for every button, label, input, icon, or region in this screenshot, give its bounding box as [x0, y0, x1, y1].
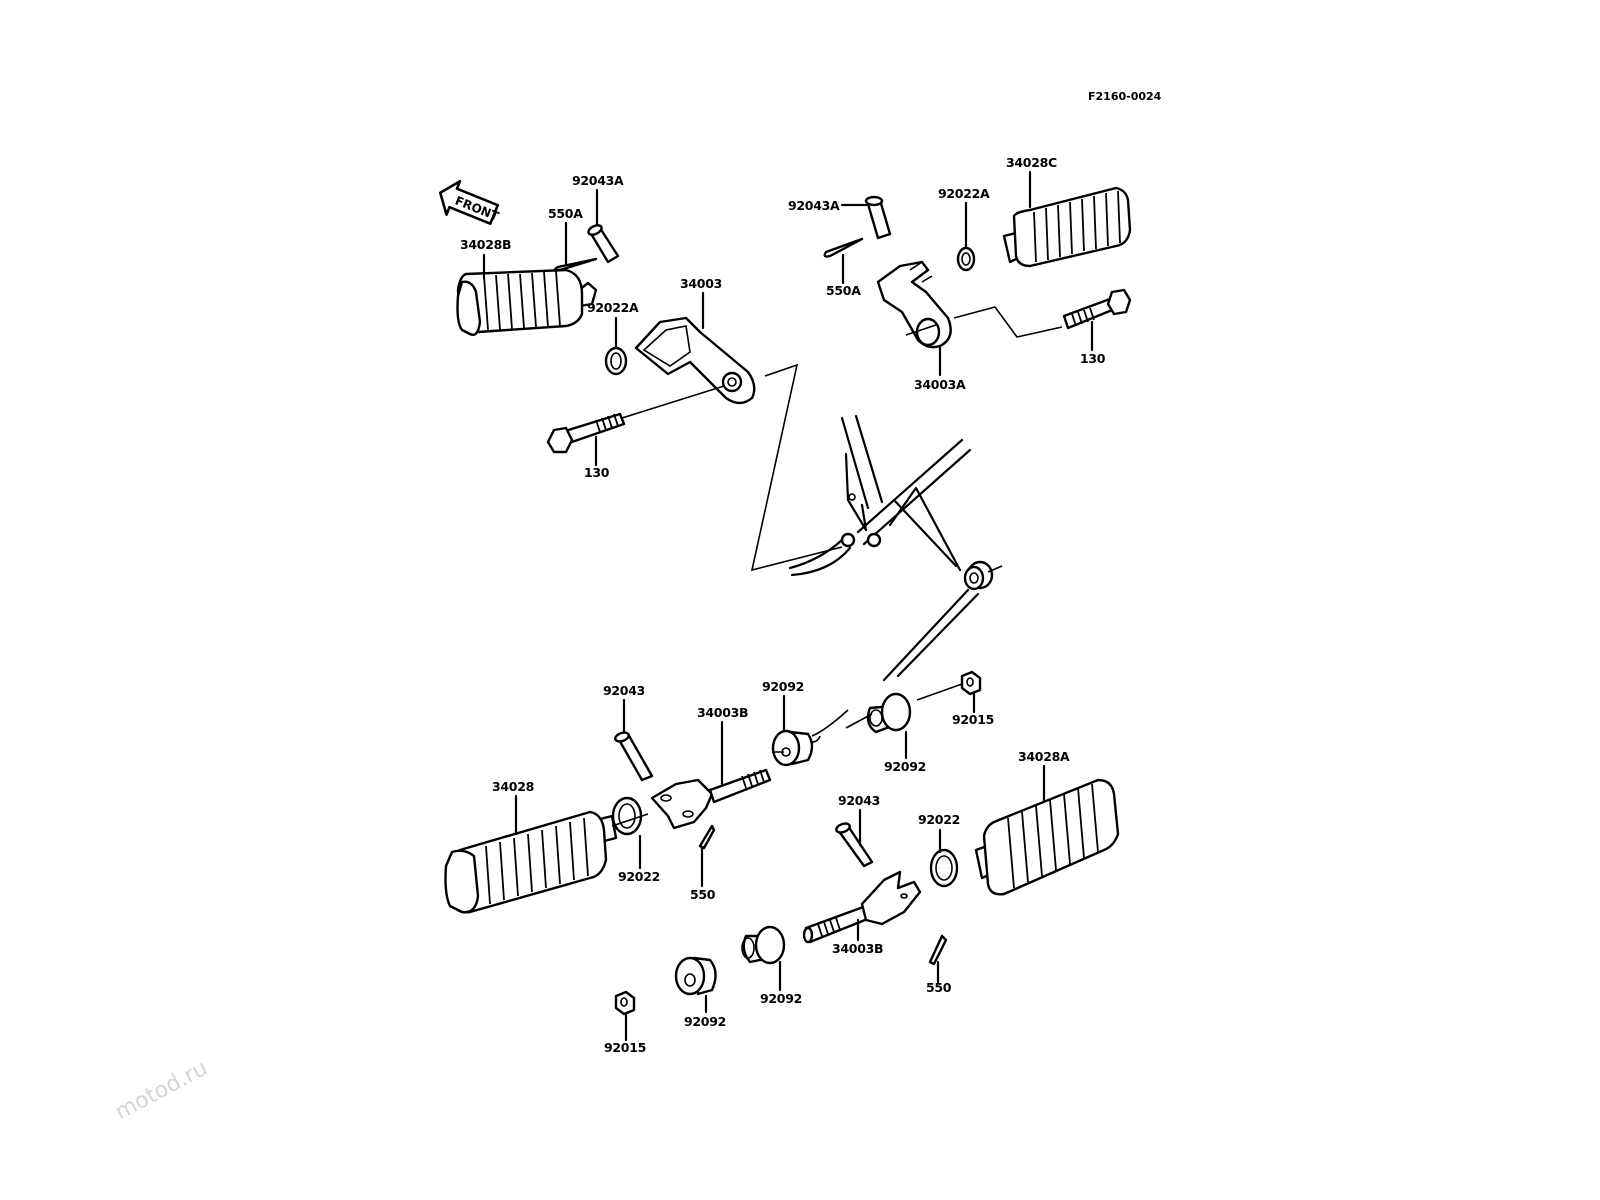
label-130-upper-right: 130 — [1080, 351, 1106, 366]
bracket-34003 — [634, 316, 756, 405]
pin-92043a-upper-left — [587, 224, 620, 264]
label-92092-upper: 92092 — [762, 679, 804, 694]
leader-line — [750, 363, 843, 572]
lower-left-assembly: 34028 92022 92043 34003B 550 9 — [444, 679, 821, 1055]
label-34003: 34003 — [680, 276, 722, 291]
upper-right-assembly: 92043A 550A 92022A 34028C 34003A — [788, 155, 1132, 392]
footpeg-34028 — [444, 810, 618, 914]
motorcycle-frame — [788, 414, 1003, 682]
pin-92043-lower-left — [614, 731, 654, 782]
label-130-upper-left: 130 — [584, 465, 610, 480]
bracket-34003a — [876, 260, 952, 349]
pin-92043-lower-right — [835, 822, 874, 868]
label-34028b: 34028B — [460, 237, 511, 252]
washer-92022a — [604, 346, 628, 376]
label-92043a-upper-left: 92043A — [572, 173, 624, 188]
nut-92015-lower-right — [960, 670, 982, 696]
damper-92092-lower-right — [845, 692, 912, 734]
washer-92022a-upper-right — [956, 246, 976, 272]
label-34003b-lower-left: 34003B — [697, 705, 748, 720]
cotter-pin-550a-upper-left — [554, 257, 598, 272]
label-550-lower-left: 550 — [690, 887, 716, 902]
bolt-130-upper-right — [1062, 288, 1132, 330]
upper-left-assembly: 34028B 92022A 92043A 550A 34003 130 — [456, 173, 756, 480]
label-550-lower-right: 550 — [926, 980, 952, 995]
label-92092-lower-b: 92092 — [760, 991, 802, 1006]
bracket-34003b-lower-right — [802, 870, 922, 944]
washer-92022-lower-right — [929, 848, 959, 888]
label-34028: 34028 — [492, 779, 534, 794]
cotter-pin-550-lower-right — [928, 934, 948, 966]
label-34028c: 34028C — [1006, 155, 1057, 170]
lower-right-assembly: 92092 92015 92043 34003B 550 92022 — [802, 670, 1120, 995]
cotter-pin-550a-upper-right — [823, 237, 864, 258]
label-92022-lower-right: 92022 — [918, 812, 960, 827]
label-34003b-lower-right: 34003B — [832, 941, 883, 956]
figure-code: F2160-0024 — [1088, 90, 1162, 103]
footpeg-34028c — [1002, 186, 1132, 268]
label-550a-upper-right: 550A — [826, 283, 861, 298]
label-92015-lower-right: 92015 — [952, 712, 994, 727]
label-92015-lower-left: 92015 — [604, 1040, 646, 1055]
label-92022-lower-left: 92022 — [618, 869, 660, 884]
damper-92092-lower-a — [674, 956, 717, 996]
label-92022a-upper-right: 92022A — [938, 186, 990, 201]
bolt-130-upper-left — [546, 412, 626, 454]
label-34003a: 34003A — [914, 377, 966, 392]
label-92043-lower-left: 92043 — [603, 683, 645, 698]
bracket-34003b-lower-left — [650, 768, 772, 830]
label-92092-lower-right: 92092 — [884, 759, 926, 774]
front-arrow-icon: FRONT — [438, 179, 502, 225]
damper-92092-lower-b — [741, 925, 786, 965]
pin-92043a-upper-right — [864, 195, 892, 240]
damper-92092-upper — [771, 729, 814, 767]
footpeg-34028b — [456, 268, 598, 336]
label-92043a-upper-right: 92043A — [788, 198, 840, 213]
label-550a-upper-left: 550A — [548, 206, 583, 221]
label-92022a-upper-left: 92022A — [587, 300, 639, 315]
nut-92015-lower-left — [614, 990, 636, 1016]
label-92043-lower-right: 92043 — [838, 793, 880, 808]
cotter-pin-550-lower-left — [698, 824, 716, 850]
label-34028a: 34028A — [1018, 749, 1070, 764]
label-92092-lower-a: 92092 — [684, 1014, 726, 1029]
footpeg-34028a — [974, 778, 1120, 896]
